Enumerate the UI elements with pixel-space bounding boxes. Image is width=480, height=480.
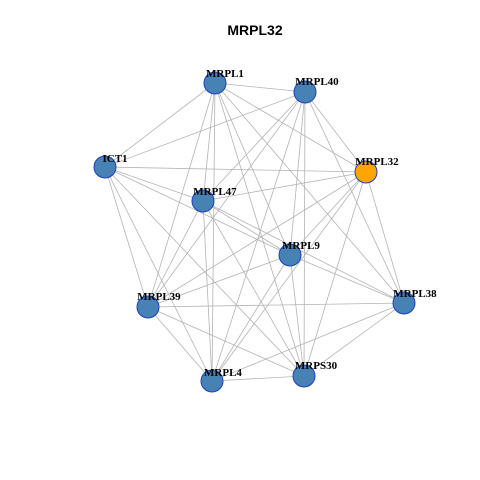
edge-mrpl40-mrpl9 xyxy=(289,91,306,256)
node-mrpl38[interactable] xyxy=(392,291,416,315)
node-mrpl47[interactable] xyxy=(191,189,215,213)
node-mrpl40[interactable] xyxy=(293,80,317,104)
node-label-mrpl4: MRPL4 xyxy=(204,367,242,379)
edge-mrpl39-mrpl4 xyxy=(147,306,213,382)
node-label-ict1: ICT1 xyxy=(102,153,127,165)
node-ict1[interactable] xyxy=(93,155,117,179)
edge-mrpl9-mrpl39 xyxy=(147,254,291,308)
edge-mrpl40-mrpl32 xyxy=(304,91,367,173)
edge-mrpl1-mrpl38 xyxy=(214,82,405,304)
edge-mrpl32-mrpl4 xyxy=(211,171,367,382)
diagram-title: MRPL32 xyxy=(227,22,282,38)
node-label-mrpl40: MRPL40 xyxy=(295,76,339,88)
node-label-mrpl47: MRPL47 xyxy=(193,186,237,198)
edge-mrpl32-mrpl47 xyxy=(202,171,367,202)
edge-mrpl40-mrps30 xyxy=(303,91,306,377)
edge-mrpl9-mrpl4 xyxy=(211,254,291,382)
node-mrpl4[interactable] xyxy=(200,369,224,393)
node-label-mrpl1: MRPL1 xyxy=(206,68,244,80)
node-mrpl39[interactable] xyxy=(136,295,160,319)
edge-ict1-mrpl4 xyxy=(104,166,213,382)
edge-mrpl32-mrpl9 xyxy=(289,171,367,256)
edge-mrpl1-mrpl9 xyxy=(214,82,291,256)
edge-mrpl1-mrpl4 xyxy=(211,82,216,382)
edge-layer xyxy=(104,82,405,382)
edge-mrpl32-mrpl39 xyxy=(147,171,367,308)
edge-mrpl38-mrps30 xyxy=(303,302,405,377)
edge-mrpl47-mrpl4 xyxy=(202,200,213,382)
node-label-mrpl32: MRPL32 xyxy=(355,156,399,168)
edge-mrpl40-mrpl4 xyxy=(211,91,306,382)
edge-ict1-mrpl39 xyxy=(104,166,149,308)
edge-mrpl1-mrpl40 xyxy=(214,82,306,93)
edge-mrpl9-mrpl38 xyxy=(289,254,405,304)
edge-ict1-mrpl47 xyxy=(104,166,204,202)
edge-mrpl47-mrpl38 xyxy=(202,200,405,304)
edge-ict1-mrps30 xyxy=(104,166,305,377)
edge-mrpl9-mrps30 xyxy=(289,254,305,377)
edge-mrpl32-mrpl38 xyxy=(365,171,405,304)
edge-mrpl1-mrpl47 xyxy=(202,82,216,202)
node-layer xyxy=(93,71,416,393)
edge-mrpl4-mrps30 xyxy=(211,375,305,382)
node-mrpl9[interactable] xyxy=(278,243,302,267)
edge-mrpl40-mrpl38 xyxy=(304,91,405,304)
edge-mrpl1-mrpl39 xyxy=(147,82,216,308)
node-label-mrpl38: MRPL38 xyxy=(393,288,437,300)
node-label-mrpl9: MRPL9 xyxy=(282,240,320,252)
node-mrps30[interactable] xyxy=(292,364,316,388)
edge-ict1-mrpl32 xyxy=(104,166,367,173)
node-label-mrps30: MRPS30 xyxy=(295,360,338,372)
edge-mrpl1-ict1 xyxy=(104,82,216,168)
edge-mrpl47-mrps30 xyxy=(202,200,305,377)
edge-mrpl40-mrpl47 xyxy=(202,91,306,202)
edge-mrpl39-mrps30 xyxy=(147,306,305,377)
edge-mrpl1-mrpl32 xyxy=(214,82,367,173)
edge-mrpl40-mrpl39 xyxy=(147,91,306,308)
edge-mrpl38-mrpl4 xyxy=(211,302,405,382)
node-mrpl1[interactable] xyxy=(203,71,227,95)
edge-mrpl39-mrpl38 xyxy=(147,302,405,308)
edge-mrpl47-mrpl39 xyxy=(147,200,204,308)
edge-mrpl40-ict1 xyxy=(104,91,306,168)
node-label-mrpl39: MRPL39 xyxy=(137,291,181,303)
node-mrpl32[interactable] xyxy=(354,160,378,184)
edge-mrpl47-mrpl9 xyxy=(202,200,291,256)
